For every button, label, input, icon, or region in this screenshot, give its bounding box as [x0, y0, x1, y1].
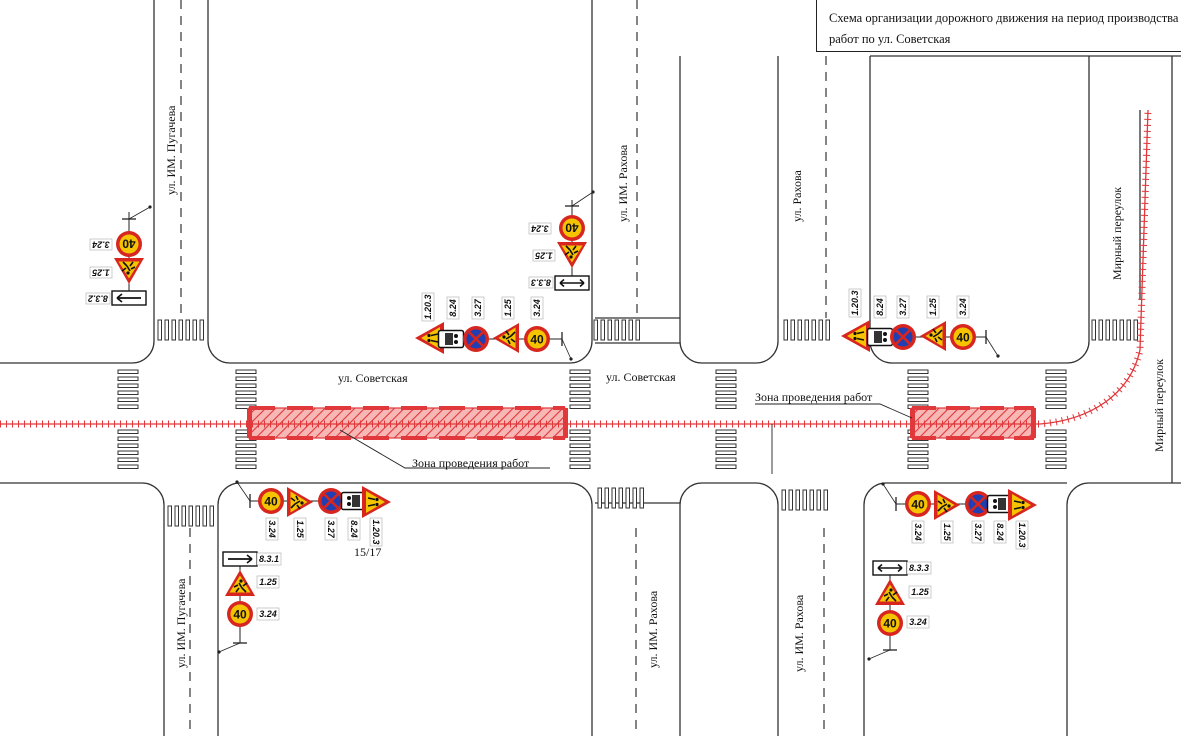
svg-text:8.24: 8.24	[349, 520, 359, 538]
svg-text:40: 40	[565, 221, 579, 235]
work-zone-west	[247, 406, 568, 440]
title-line-2: работ по ул. Советская	[829, 32, 951, 46]
street-label-mirny-north: Мирный переулок	[1110, 187, 1124, 280]
sign-row-south-east: 40 3.24 1.25 3.27 8.24 1.20.3	[881, 482, 1038, 550]
svg-text:40: 40	[883, 617, 897, 631]
svg-text:1.25: 1.25	[942, 523, 952, 542]
svg-text:40: 40	[233, 608, 247, 622]
svg-text:1.25: 1.25	[911, 587, 930, 597]
work-zone-label-west: Зона проведения работ	[412, 456, 530, 470]
sign-group-se: 40 8.3.3 1.25 3.24	[867, 560, 932, 661]
svg-text:40: 40	[530, 333, 544, 347]
center-lines	[180, 0, 827, 736]
leader-lines	[339, 403, 913, 474]
svg-text:3.24: 3.24	[532, 299, 542, 317]
svg-text:3.24: 3.24	[909, 617, 927, 627]
svg-text:1.25: 1.25	[503, 298, 513, 317]
svg-text:1.25: 1.25	[928, 297, 938, 316]
svg-text:1.20.3: 1.20.3	[371, 519, 381, 544]
svg-text:1.20.3: 1.20.3	[423, 294, 433, 319]
svg-text:1.25: 1.25	[295, 520, 305, 539]
sign-row-north-east: 40 1.20.3 8.24 3.27 1.25 3.24	[840, 288, 1000, 358]
svg-text:8.24: 8.24	[875, 298, 885, 316]
svg-text:3.24: 3.24	[531, 224, 549, 234]
svg-text:3.27: 3.27	[326, 520, 336, 539]
svg-text:8.3.1: 8.3.1	[259, 554, 279, 564]
sheet-number: 15/17	[354, 545, 381, 559]
sign-row-south-west: 40 3.24 1.25 3.27 8.24 1.20.3	[235, 480, 392, 547]
svg-text:1.25: 1.25	[91, 268, 110, 278]
svg-text:3.24: 3.24	[958, 298, 968, 316]
pipeline	[0, 109, 1152, 428]
svg-text:1.20.3: 1.20.3	[1017, 522, 1027, 547]
street-label-rakhova-north: ул. ИМ. Рахова	[616, 144, 630, 222]
sign-group-north-rakhova: 40 3.24 1.25 8.3.3	[528, 190, 595, 291]
svg-text:1.25: 1.25	[534, 251, 553, 261]
svg-text:8.24: 8.24	[448, 299, 458, 317]
svg-text:1.25: 1.25	[259, 577, 278, 587]
svg-text:3.27: 3.27	[973, 523, 983, 542]
svg-text:40: 40	[911, 498, 925, 512]
sign-group-sw: 40 8.3.1 1.25 3.24	[217, 551, 282, 654]
svg-text:3.27: 3.27	[473, 298, 483, 317]
scheme-title: Схема организации дорожного движения на …	[816, 0, 1181, 52]
work-zone-label-east: Зона проведения работ	[755, 390, 873, 404]
svg-text:8.3.2: 8.3.2	[88, 294, 108, 304]
street-label-sovetskaya-mid: ул. Советская	[606, 370, 676, 384]
svg-text:8.3.3: 8.3.3	[909, 563, 929, 573]
svg-text:3.24: 3.24	[913, 523, 923, 541]
svg-text:40: 40	[122, 237, 136, 251]
street-label-rakhova-plain: ул. Рахова	[790, 169, 804, 222]
street-label-pugacheva-north: ул. ИМ. Пугачева	[164, 105, 178, 195]
svg-text:40: 40	[956, 331, 970, 345]
street-label-rakhova-south: ул. ИМ. Рахова	[646, 590, 660, 668]
svg-text:8.3.3: 8.3.3	[531, 278, 551, 288]
title-line-1: Схема организации дорожного движения на …	[829, 11, 1179, 25]
street-label-rakhova-east-south: ул. ИМ. Рахова	[792, 594, 806, 672]
svg-text:3.24: 3.24	[259, 609, 277, 619]
svg-text:8.24: 8.24	[995, 523, 1005, 541]
sign-group-nw: 40 3.24 1.25 8.3.2	[85, 205, 152, 306]
svg-text:3.24: 3.24	[92, 240, 110, 250]
street-label-sovetskaya-west: ул. Советская	[338, 371, 408, 385]
svg-text:1.20.3: 1.20.3	[850, 290, 860, 315]
svg-text:3.27: 3.27	[898, 297, 908, 316]
sign-row-north-west: 40 1.20.3 8.24 3.27 1.25 3.24	[414, 292, 573, 361]
crosswalks	[117, 319, 1138, 527]
svg-text:40: 40	[264, 495, 278, 509]
svg-text:3.24: 3.24	[267, 520, 277, 538]
street-label-mirny-east: Мирный переулок	[1152, 359, 1166, 452]
street-label-pugacheva-south: ул. ИМ. Пугачева	[174, 578, 188, 668]
